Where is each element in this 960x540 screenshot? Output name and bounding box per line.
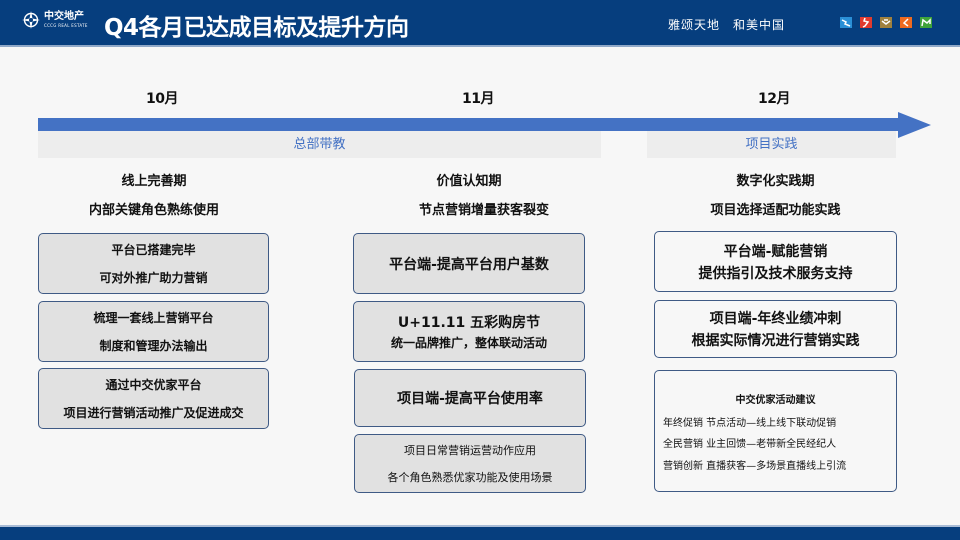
phase-project-practice: 项目实践 bbox=[647, 131, 896, 158]
nov-card-platform: 平台端-提高平台用户基数 bbox=[353, 233, 585, 294]
compass-logo-icon bbox=[22, 11, 40, 29]
brand-icon-blue bbox=[840, 17, 852, 28]
month-label-october: 10月 bbox=[146, 91, 178, 107]
brand-icon-orange bbox=[900, 17, 912, 28]
card-line: 项目端-年终业绩冲刺 bbox=[709, 311, 842, 327]
card-line: 提供指引及技术服务支持 bbox=[698, 265, 853, 282]
phase-hq-training: 总部带教 bbox=[38, 131, 601, 158]
card-line: 统一品牌推广，整体联动活动 bbox=[390, 336, 547, 350]
dec-card-project: 项目端-年终业绩冲刺 根据实际情况进行营销实践 bbox=[654, 300, 897, 358]
brand-icon-gold bbox=[880, 17, 892, 28]
nov-card-daily-ops: 项目日常营销运营动作应用 各个角色熟悉优家功能及使用场景 bbox=[354, 434, 586, 493]
card-line: 可对外推广助力营销 bbox=[99, 271, 208, 285]
dec-card-platform: 平台端-赋能营销 提供指引及技术服务支持 bbox=[654, 231, 897, 292]
oct-card-1: 平台已搭建完毕 可对外推广助力营销 bbox=[38, 233, 269, 294]
month-label-december: 12月 bbox=[758, 91, 790, 107]
brand-icons bbox=[840, 17, 932, 28]
stage-title-nov: 价值认知期 bbox=[436, 174, 502, 189]
card-line: 平台端-提高平台用户基数 bbox=[389, 256, 549, 273]
card-line: 平台已搭建完毕 bbox=[111, 243, 196, 257]
goal-title-dec: 项目选择适配功能实践 bbox=[710, 203, 841, 218]
header-bar: 中交地产 CCCG REAL ESTATE Q4各月已达成目标及提升方向 雅颂天… bbox=[0, 0, 960, 47]
logo-name-en: CCCG REAL ESTATE bbox=[44, 23, 88, 28]
suggestion-line: 营销创新 直播获客—多场景直播线上引流 bbox=[663, 461, 847, 472]
card-line: 通过中交优家平台 bbox=[105, 378, 202, 392]
card-line: U+11.11 五彩购房节 bbox=[397, 315, 541, 331]
oct-card-2: 梳理一套线上营销平台 制度和管理办法输出 bbox=[38, 301, 269, 362]
footer-bar bbox=[0, 525, 960, 540]
timeline-arrow-head-icon bbox=[898, 112, 931, 138]
stage-title-dec: 数字化实践期 bbox=[736, 174, 815, 189]
goal-title-nov: 节点营销增量获客裂变 bbox=[418, 203, 549, 218]
card-line: 制度和管理办法输出 bbox=[99, 339, 208, 353]
stage-title-oct: 线上完善期 bbox=[121, 174, 187, 189]
card-line: 根据实际情况进行营销实践 bbox=[691, 333, 860, 349]
brand-icon-red bbox=[860, 17, 872, 28]
activity-suggestions-card: 中交优家活动建议 年终促销 节点活动—线上线下联动促销 全民营销 业主回馈—老带… bbox=[654, 370, 897, 492]
suggestions-title: 中交优家活动建议 bbox=[735, 395, 816, 406]
goal-title-oct: 内部关键角色熟练使用 bbox=[88, 203, 219, 218]
suggestion-line: 年终促销 节点活动—线上线下联动促销 bbox=[663, 418, 837, 429]
logo-name-cn: 中交地产 bbox=[44, 11, 84, 22]
slogan: 雅颂天地 和美中国 bbox=[668, 18, 786, 32]
card-line: 梳理一套线上营销平台 bbox=[93, 311, 214, 325]
brand-icon-green bbox=[920, 17, 932, 28]
card-line: 项目进行营销活动推广及促进成交 bbox=[63, 406, 244, 420]
card-line: 项目端-提高平台使用率 bbox=[397, 391, 543, 407]
nov-card-shopping-festival: U+11.11 五彩购房节 统一品牌推广，整体联动活动 bbox=[353, 301, 585, 362]
suggestion-line: 全民营销 业主回馈—老带新全民经纪人 bbox=[663, 439, 837, 450]
nov-card-project: 项目端-提高平台使用率 bbox=[354, 369, 586, 427]
oct-card-3: 通过中交优家平台 项目进行营销活动推广及促进成交 bbox=[38, 368, 269, 429]
card-line: 各个角色熟悉优家功能及使用场景 bbox=[387, 471, 553, 484]
company-logo: 中交地产 CCCG REAL ESTATE bbox=[22, 11, 88, 29]
month-label-november: 11月 bbox=[462, 91, 494, 107]
page-title: Q4各月已达成目标及提升方向 bbox=[104, 15, 409, 41]
card-line: 平台端-赋能营销 bbox=[723, 243, 828, 260]
card-line: 项目日常营销运营动作应用 bbox=[404, 444, 536, 457]
timeline-arrow-shaft bbox=[38, 118, 900, 131]
